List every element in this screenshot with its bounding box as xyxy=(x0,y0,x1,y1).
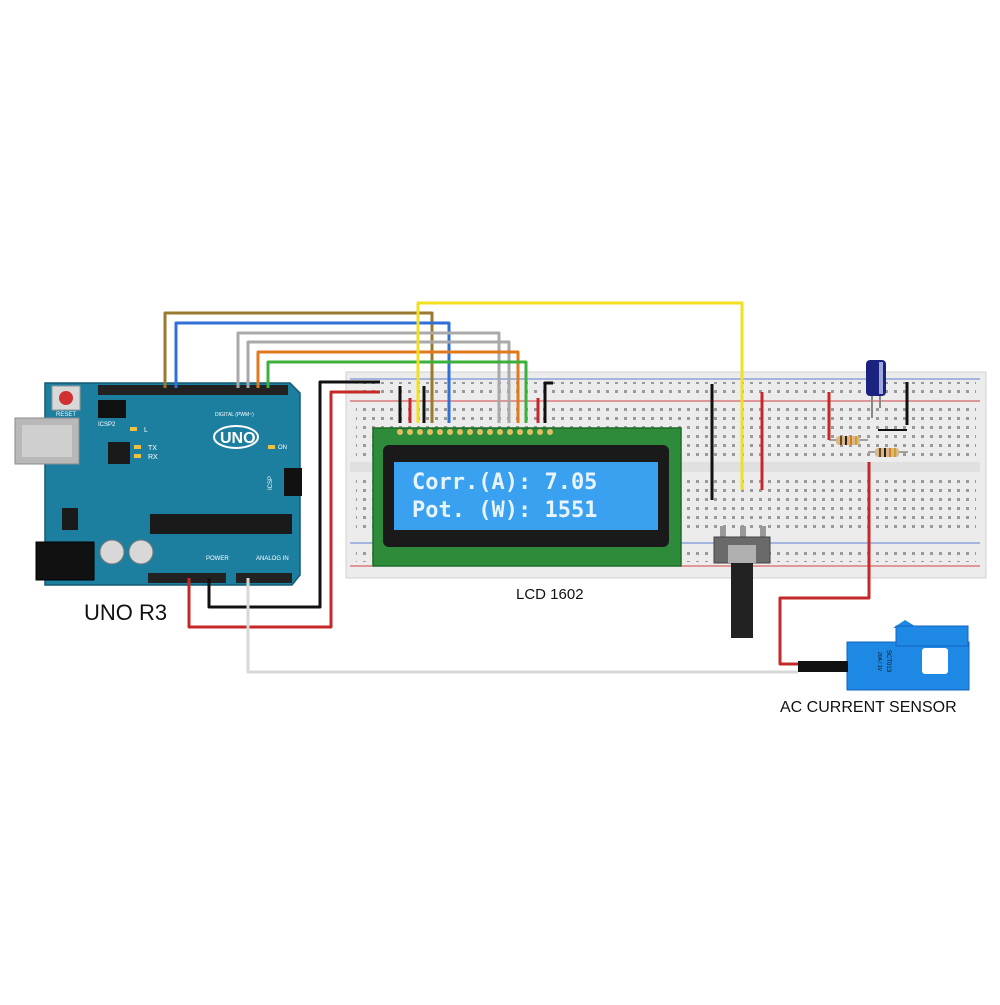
uno-logo-text: UNO xyxy=(220,430,256,447)
led-rx-label: RX xyxy=(148,454,158,461)
power-label: POWER xyxy=(206,556,229,562)
sensor-model: SCT013 xyxy=(885,650,891,673)
capacitor-icon xyxy=(866,360,886,418)
board-pcb xyxy=(44,382,301,586)
dc-jack-icon xyxy=(35,541,95,581)
ac-current-sensor-label: AC CURRENT SENSOR xyxy=(780,699,957,716)
icsp2-label: ICSP2 xyxy=(98,422,116,428)
wire-red-sensor xyxy=(778,462,871,666)
sensor-opening xyxy=(922,648,948,674)
led-l-label: L xyxy=(144,427,148,434)
lcd-screen xyxy=(394,462,658,530)
wire-green xyxy=(266,360,528,423)
uno-logo xyxy=(213,425,259,449)
atmega-chip xyxy=(150,514,292,534)
wire-white-a0 xyxy=(246,578,798,674)
lcd-line-2: Pot. (W): 1551 xyxy=(412,498,597,523)
resistor-2-icon xyxy=(868,448,908,457)
led-tx-label: TX xyxy=(148,445,157,452)
sensor-clamp xyxy=(895,625,969,647)
wire-black-gnd xyxy=(207,380,380,609)
breadboard-power-rail-top xyxy=(356,382,976,398)
analog-label: ANALOG IN xyxy=(256,556,289,562)
sensor-plug xyxy=(798,661,848,672)
digital-header[interactable] xyxy=(98,385,288,395)
uno-r3-label: UNO R3 xyxy=(84,600,168,625)
lcd-pin-row xyxy=(397,429,553,435)
sensor-rating: 20A / 1V xyxy=(876,652,882,672)
usb-chip xyxy=(108,442,130,464)
potentiometer-icon[interactable] xyxy=(713,526,771,638)
capacitor-right-icon xyxy=(128,539,154,565)
jumper-black-3 xyxy=(543,381,553,423)
lcd-1602-module: Corr.(A): 7.05 Pot. (W): 1551 xyxy=(372,427,682,567)
reset-label: RESET xyxy=(56,412,76,418)
potentiometer-shaft[interactable] xyxy=(731,563,753,638)
icsp-header xyxy=(284,468,302,496)
power-header[interactable] xyxy=(148,573,226,583)
sensor-body xyxy=(846,641,970,691)
analog-header[interactable] xyxy=(236,573,292,583)
lcd-1602-label: LCD 1602 xyxy=(516,586,584,603)
icsp-label: ICSP xyxy=(268,476,274,490)
digital-label: DIGITAL (PWM~) xyxy=(215,412,254,418)
wire-brown xyxy=(163,311,434,423)
wire-gray-2 xyxy=(246,340,511,423)
crystal xyxy=(62,508,78,530)
wire-red-5v xyxy=(187,390,380,629)
arduino-uno-board: RESET ICSP2 DIGITAL (PWM~) L TX RX UNO O… xyxy=(14,382,302,586)
led-on-label: ON xyxy=(278,445,287,451)
wire-orange xyxy=(256,350,520,423)
wire-gray-1 xyxy=(236,331,501,423)
capacitor-left-icon xyxy=(99,539,125,565)
resistor-1-icon xyxy=(829,436,868,445)
wire-yellow xyxy=(416,301,744,490)
wire-blue xyxy=(174,321,451,423)
current-clamp-icon: SCT013 20A / 1V xyxy=(798,620,970,691)
icsp2-header xyxy=(98,400,126,418)
lcd-line-1: Corr.(A): 7.05 xyxy=(412,470,597,495)
wires xyxy=(163,301,909,674)
